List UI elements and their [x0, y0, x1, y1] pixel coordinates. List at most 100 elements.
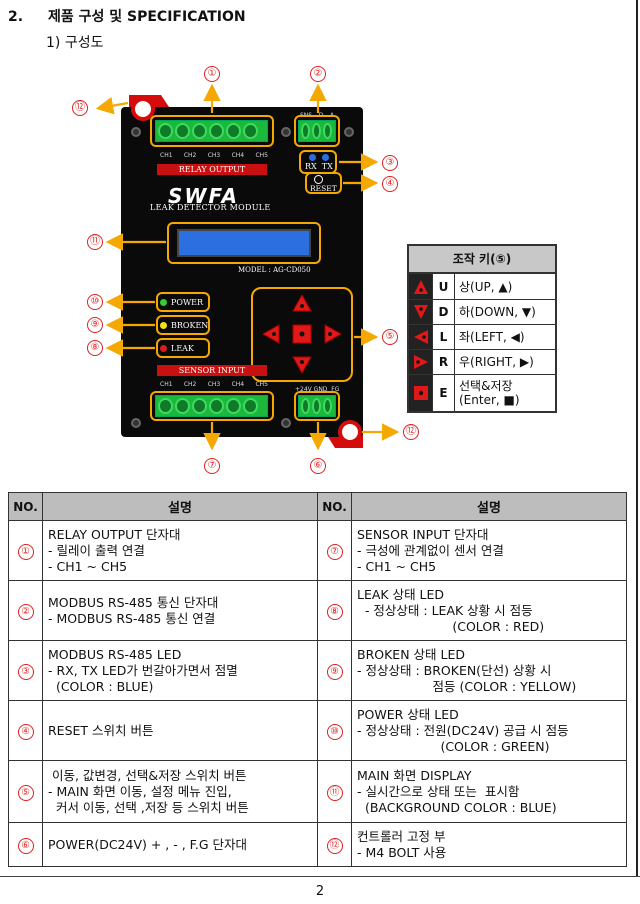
row-no-cell: ⑦ — [317, 520, 352, 581]
relay-output-terminal — [155, 120, 268, 142]
sensor-ch2: CH2 — [183, 381, 197, 388]
table-row: ① RELAY OUTPUT 단자대- 릴레이 출력 연결- CH1 ~ CH5… — [8, 520, 627, 581]
header-no-right: NO. — [317, 492, 352, 521]
table-row: ② MODBUS RS-485 통신 단자대- MODBUS RS-485 통신… — [8, 580, 627, 641]
row-marker: ⑩ — [326, 723, 343, 740]
key-row-down: D 하(DOWN, ▼) — [409, 299, 555, 324]
broken-led-row: BROKEN — [160, 317, 208, 333]
relay-ch4: CH4 — [231, 152, 245, 159]
desc-line: RESET 스위치 버튼 — [48, 722, 154, 738]
marker-5: ⑤ — [382, 329, 398, 345]
device-body — [121, 107, 363, 437]
section-title: 제품 구성 및 SPECIFICATION — [48, 9, 246, 25]
desc-line: - RX, TX LED가 번갈아가면서 점멸 — [48, 662, 238, 678]
down-icon — [409, 300, 433, 324]
key-enter-icon[interactable] — [292, 324, 312, 344]
desc-line: - 정상상태 : BROKEN(단선) 상황 시 — [357, 662, 552, 678]
row-no-cell: ④ — [8, 700, 43, 761]
key-desc-down: 하(DOWN, ▼) — [459, 305, 536, 319]
key-desc-left: 좌(LEFT, ◀) — [459, 330, 525, 344]
row-marker: ⑫ — [326, 837, 343, 854]
model-label: MODEL : AG-CD050 — [238, 266, 311, 274]
header-no-left: NO. — [8, 492, 43, 521]
row-no-cell: ① — [8, 520, 43, 581]
desc-line: MODBUS RS-485 통신 단자대 — [48, 594, 219, 610]
desc-line: - MAIN 화면 이동, 설정 메뉴 진입, — [48, 783, 232, 799]
row-no-cell: ⑨ — [317, 640, 352, 701]
main-lcd-display — [177, 229, 311, 257]
right-icon — [409, 350, 433, 374]
marker-1: ① — [204, 66, 220, 82]
key-letter-d: D — [433, 300, 455, 324]
row-desc-cell: RELAY OUTPUT 단자대- 릴레이 출력 연결- CH1 ~ CH5 — [42, 520, 318, 581]
row-no-cell: ③ — [8, 640, 43, 701]
row-desc-cell: 컨트롤러 고정 부- M4 BOLT 사용 — [351, 822, 627, 867]
tx-led — [322, 154, 329, 161]
row-desc-cell: MAIN 화면 DISPLAY- 실시간으로 상태 또는 표시함 (BACKGR… — [351, 760, 627, 823]
relay-ch2: CH2 — [183, 152, 197, 159]
key-down-icon[interactable] — [292, 356, 312, 375]
key-desc-right: 우(RIGHT, ▶) — [459, 355, 534, 369]
power-led — [160, 298, 167, 306]
marker-10: ⑩ — [87, 294, 103, 310]
desc-line: - MODBUS RS-485 통신 연결 — [48, 610, 216, 626]
key-desc-up: 상(UP, ▲) — [459, 279, 513, 294]
key-row-up: U 상(UP, ▲) — [409, 274, 555, 299]
screw-hole — [131, 127, 141, 137]
marker-3: ③ — [382, 155, 398, 171]
marker-6: ⑥ — [310, 458, 326, 474]
table-row: ③ MODBUS RS-485 LED- RX, TX LED가 번갈아가면서 … — [8, 640, 627, 701]
row-desc-cell: SENSOR INPUT 단자대- 극성에 관계없이 센서 연결- CH1 ~ … — [351, 520, 627, 581]
desc-line: - 릴레이 출력 연결 — [48, 542, 145, 558]
reset-label: RESET — [310, 184, 337, 193]
highlight-broken-led — [156, 315, 210, 335]
key-letter-l: L — [433, 325, 455, 349]
highlight-rs485-terminal — [294, 115, 340, 147]
row-marker: ② — [17, 603, 34, 620]
relay-ch3: CH3 — [207, 152, 221, 159]
highlight-sensor-input — [150, 391, 274, 421]
right-page-rule — [636, 0, 638, 876]
mount-hole-bottom-right — [338, 420, 362, 444]
power-led-label: POWER — [171, 297, 204, 307]
screw-hole — [281, 127, 291, 137]
desc-line: - 정상상태 : 전원(DC24V) 공급 시 점등 — [357, 722, 569, 738]
power-pin-labels: +24V GND FG — [295, 386, 340, 393]
row-marker: ① — [17, 543, 34, 560]
desc-line: - 정상상태 : LEAK 상황 시 점등 — [357, 602, 533, 618]
key-right-icon[interactable] — [324, 324, 343, 344]
row-marker: ⑨ — [326, 663, 343, 680]
row-desc-cell: BROKEN 상태 LED- 정상상태 : BROKEN(단선) 상황 시 점등… — [351, 640, 627, 701]
row-no-cell: ② — [8, 580, 43, 641]
keypad — [261, 293, 343, 375]
desc-line: - CH1 ~ CH5 — [48, 558, 128, 574]
key-left-icon[interactable] — [261, 324, 280, 344]
desc-line: 점등 (COLOR : YELLOW) — [357, 678, 577, 694]
relay-channel-labels: CH1 CH2 CH3 CH4 CH5 — [160, 152, 268, 159]
key-up-icon[interactable] — [292, 293, 312, 312]
row-marker: ④ — [17, 723, 34, 740]
spec-table: NO. 설명 NO. 설명 ① RELAY OUTPUT 단자대- 릴레이 출력… — [8, 492, 627, 867]
screw-hole — [344, 127, 354, 137]
highlight-lcd — [167, 222, 321, 264]
sensor-input-label: SENSOR INPUT — [157, 365, 267, 376]
spec-table-header: NO. 설명 NO. 설명 — [8, 492, 627, 521]
row-marker: ⑥ — [17, 837, 34, 854]
relay-output-label: RELAY OUTPUT — [157, 164, 267, 175]
desc-line: (COLOR : RED) — [357, 618, 545, 634]
marker-4: ④ — [382, 176, 398, 192]
reset-switch[interactable] — [314, 175, 323, 184]
leak-led — [160, 344, 167, 352]
key-legend-title: 조작 키(⑤) — [409, 246, 555, 274]
key-desc-enter-line2: (Enter, ■) — [459, 393, 520, 407]
marker-2: ② — [310, 66, 326, 82]
table-row: ⑤ 이동, 값변경, 선택&저장 스위치 버튼- MAIN 화면 이동, 설정 … — [8, 760, 627, 823]
power-terminal — [298, 395, 336, 417]
left-icon — [409, 325, 433, 349]
sensor-ch5: CH5 — [255, 381, 268, 388]
desc-line: POWER 상태 LED — [357, 706, 459, 722]
section-number: 2. — [8, 9, 24, 25]
rs485-terminal — [298, 120, 336, 142]
subsection-heading: 1) 구성도 — [46, 35, 104, 51]
row-no-cell: ⑧ — [317, 580, 352, 641]
